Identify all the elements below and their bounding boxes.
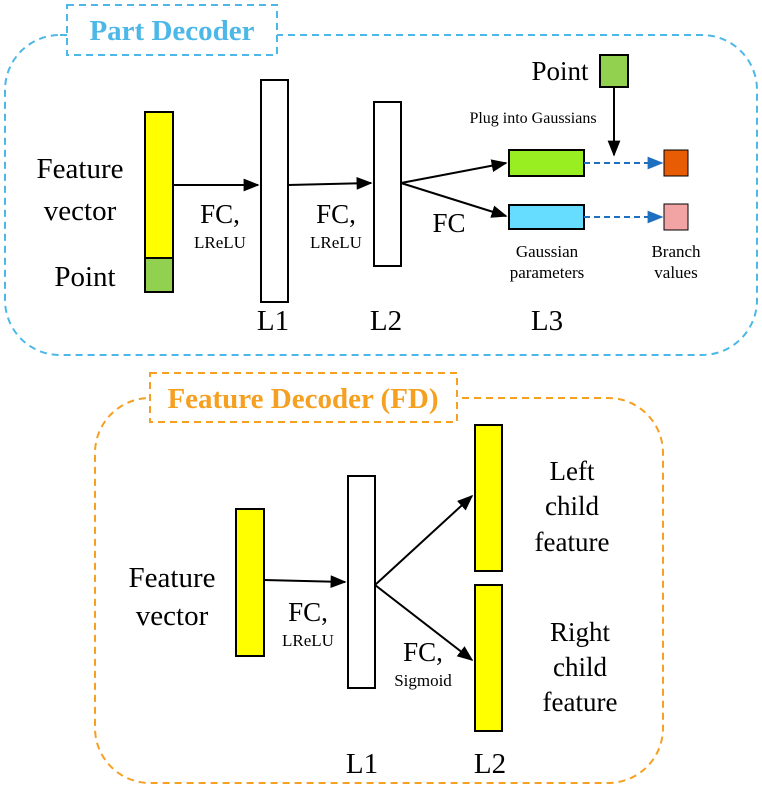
fd-fc2-label: FC, [403,637,443,667]
fd-left-child-bar [474,424,503,572]
pd-branch-label-2: values [654,263,697,282]
feature-decoder-panel: Feature Decoder (FD) Feature vector FC, … [94,372,664,784]
pd-gaussian-green-block [508,149,585,177]
part-decoder-frame [4,34,758,356]
pd-point-top-square [599,54,629,88]
fd-fc1-label: FC, [288,597,328,627]
pd-feature-label-1: Feature [37,153,124,185]
part-decoder-panel: Part Decoder Feature vector Point FC, LR… [4,4,758,356]
pd-point-top-label: Point [531,56,589,86]
pd-arrow-to-l2 [287,176,373,190]
pd-layer-l3-label: L3 [531,305,563,337]
fd-arrow-to-left-child [374,494,474,586]
fd-right-child-label-2: child [553,652,607,682]
pd-point-label: Point [54,261,115,293]
part-decoder-title-box [66,4,278,56]
pd-feature-label-2: vector [44,195,117,227]
fd-fc1-sub: LReLU [282,631,334,650]
pd-plug-label: Plug into Gaussians [469,110,596,127]
fd-layer-l1 [347,475,376,689]
fd-left-child-label-3: feature [535,527,610,557]
fd-arrow-to-l1 [263,575,347,589]
pd-gaussian-label-1: Gaussian [516,242,579,261]
fd-layer-l1-label: L1 [346,748,378,780]
pd-branch-label-1: Branch [651,242,701,261]
fd-fc2-sub: Sigmoid [394,671,452,690]
fd-right-child-label-1: Right [550,617,611,647]
fd-right-child-bar [474,584,503,732]
pd-layer-l1-label: L1 [257,305,289,337]
pd-layer-l2 [373,101,402,267]
fd-feature-label-1: Feature [129,562,216,594]
fd-left-child-label-1: Left [550,456,595,486]
pd-arrow-to-gaussian-blue [400,182,508,218]
pd-fc2-label: FC, [316,199,356,229]
fd-feature-label-2: vector [136,600,209,632]
fd-feature-vector-bar [235,508,265,657]
pd-feature-vector-bar [144,111,174,259]
pd-fc1-sub: LReLU [194,233,246,252]
pd-fc1-label: FC, [200,199,240,229]
fd-right-child-label-3: feature [543,687,618,717]
fd-layer-l2-label: L2 [474,748,506,780]
pd-output-orange-square [663,149,689,177]
feature-decoder-title-box [149,372,458,423]
fd-left-child-label-2: child [545,491,599,521]
pd-layer-l2-label: L2 [370,305,402,337]
pd-fc2-sub: LReLU [310,233,362,252]
fd-arrow-to-right-child [374,584,474,661]
pd-gaussian-label-2: parameters [510,263,585,282]
pd-point-bar [144,257,174,293]
part-decoder-title: Part Decoder [89,15,254,47]
pd-output-pink-square [663,203,689,231]
pd-arrow-to-gaussian-green [400,159,508,184]
feature-decoder-title: Feature Decoder (FD) [167,383,438,415]
pd-layer-l1 [260,79,289,303]
pd-fc3-label: FC [432,208,465,238]
pd-gaussian-blue-block [508,204,585,230]
